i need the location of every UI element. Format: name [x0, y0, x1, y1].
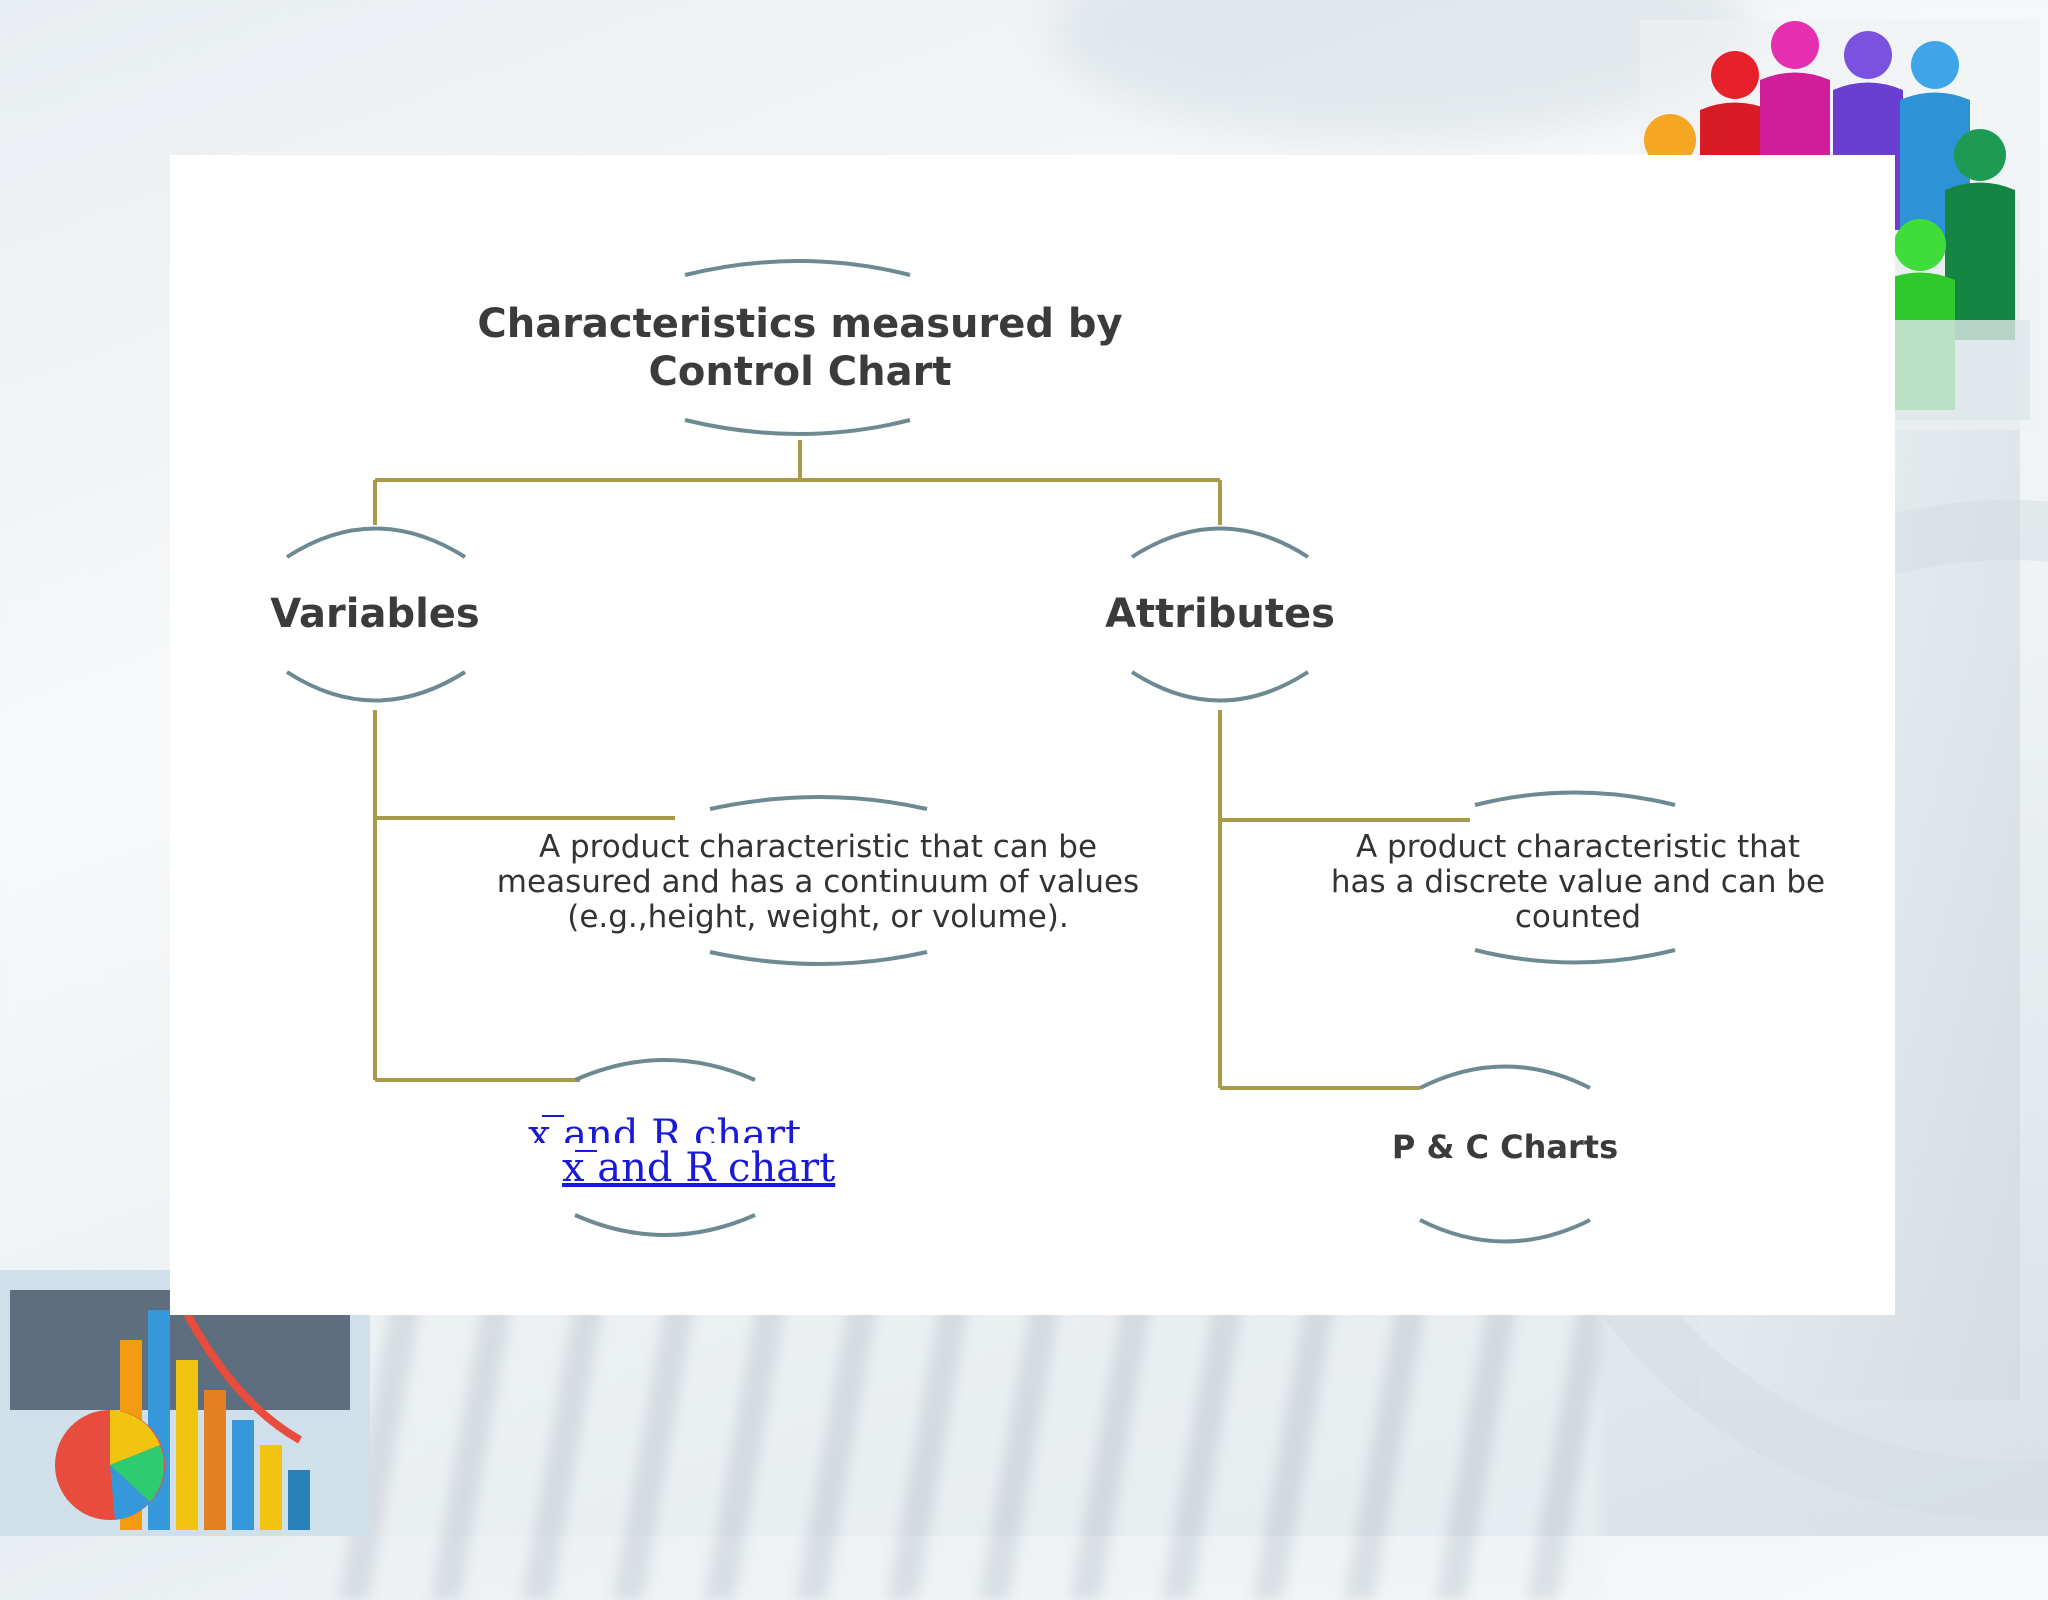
bracket-arcs — [285, 259, 1676, 1244]
root-title-line1: Characteristics measured by — [477, 301, 1122, 347]
xbar-overline — [575, 1150, 597, 1152]
xbar-r-chart-link[interactable]: x and R chart — [562, 1145, 836, 1191]
attributes-desc-line1: A product characteristic that — [1356, 829, 1800, 865]
variables-label: Variables — [270, 591, 479, 637]
variables-desc-line3: (e.g.,height, weight, or volume). — [567, 899, 1069, 935]
xbar-overline-clipped — [542, 1115, 564, 1117]
variables-desc-line1: A product characteristic that can be — [539, 829, 1097, 865]
root-title-line2: Control Chart — [649, 349, 952, 395]
attributes-desc-line3: counted — [1515, 899, 1641, 935]
variables-desc-line2: measured and has a continuum of values — [497, 864, 1139, 900]
connector-lines — [373, 440, 1470, 1090]
diagram-canvas: Characteristics measured by Control Char… — [270, 259, 1825, 1244]
pc-charts-label: P & C Charts — [1392, 1128, 1618, 1166]
diagram-panel: Characteristics measured by Control Char… — [170, 155, 1895, 1315]
xbar-r-chart-link-clipped[interactable]: x and R chart — [528, 1112, 802, 1143]
attributes-label: Attributes — [1105, 591, 1335, 637]
background-lines — [300, 1300, 1600, 1600]
attributes-desc-line2: has a discrete value and can be — [1331, 864, 1825, 900]
